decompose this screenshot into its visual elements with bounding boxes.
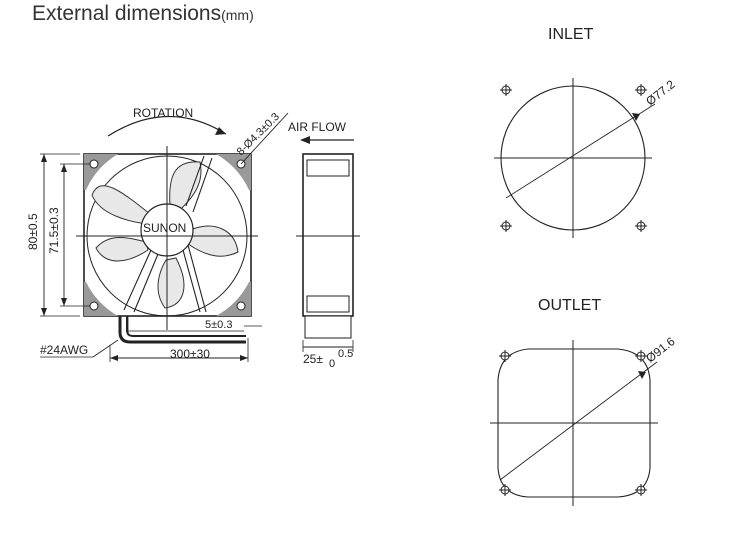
airflow-label: AIR FLOW — [288, 120, 347, 134]
wire-gauge-leader — [92, 339, 119, 358]
side-flange-bottom — [306, 295, 350, 313]
brand-label: SUNON — [143, 221, 186, 235]
arrow-height-outer-bottom — [41, 308, 47, 316]
height-pitch-label: 71.5±0.3 — [47, 207, 61, 254]
page-title: External dimensions(mm) — [32, 2, 254, 26]
mount-hole-bl — [89, 301, 99, 311]
outlet-diameter-label: Ø91.6 — [643, 334, 678, 365]
inlet-view: INLET Ø77.2 — [494, 26, 678, 238]
inlet-holes — [500, 84, 647, 232]
rotation-label: ROTATION — [133, 106, 193, 120]
side-wire-block — [304, 315, 352, 339]
arrow-height-pitch-top — [61, 164, 67, 172]
outlet-title: OUTLET — [538, 297, 601, 314]
rotation-arrowhead — [215, 127, 226, 135]
inlet-diameter-arrow — [632, 113, 640, 121]
inlet-diameter-line — [505, 103, 656, 199]
title-text: External dimensions — [32, 2, 222, 25]
inlet-diameter-label: Ø77.2 — [643, 77, 678, 108]
hole-leader — [240, 112, 289, 165]
mount-hole-br — [236, 301, 246, 311]
outlet-diameter-line — [499, 361, 658, 481]
title-unit: (mm) — [221, 7, 254, 23]
depth-tol-lower: 0 — [329, 358, 335, 370]
hole-label: 8-Ø4.3±0.3 — [235, 111, 282, 158]
fan-spokes — [123, 155, 213, 313]
arrow-wire-length-right — [240, 355, 248, 361]
lead-wire-2 — [126, 316, 246, 337]
frame-corner-br — [216, 282, 251, 316]
outlet-shape — [497, 348, 651, 498]
mount-hole-tl — [89, 159, 99, 169]
outlet-view: OUTLET Ø91.6 — [490, 297, 678, 506]
wire-gauge-label: #24AWG — [40, 343, 88, 357]
fan-blades — [91, 161, 239, 309]
arrow-wire-length-left — [110, 355, 118, 361]
frame-corner-bl — [84, 282, 118, 316]
airflow-arrowhead — [300, 136, 310, 144]
wire-length-label: 300±30 — [170, 347, 210, 361]
arrow-height-outer-top — [41, 154, 47, 162]
inlet-title: INLET — [548, 26, 594, 43]
side-view: AIR FLOW 25± 0.5 0 — [288, 120, 360, 370]
rotation-arrow — [107, 115, 227, 137]
outlet-diameter-arrow — [638, 371, 646, 379]
wire-offset-label: 5±0.3 — [205, 319, 232, 331]
frame-corner-tl — [84, 154, 118, 190]
side-flange-top — [306, 159, 350, 177]
side-frame — [302, 153, 354, 317]
front-view: SUNON ROTATION 8-Ø4.3±0.3 80±0.5 71.5±0.… — [26, 106, 289, 362]
depth-base-label: 25± — [303, 352, 323, 366]
height-outer-label: 80±0.5 — [26, 213, 40, 250]
depth-tol-upper: 0.5 — [338, 348, 353, 360]
outlet-holes — [499, 350, 647, 496]
arrow-height-pitch-bottom — [61, 298, 67, 306]
lead-wire — [118, 316, 246, 344]
